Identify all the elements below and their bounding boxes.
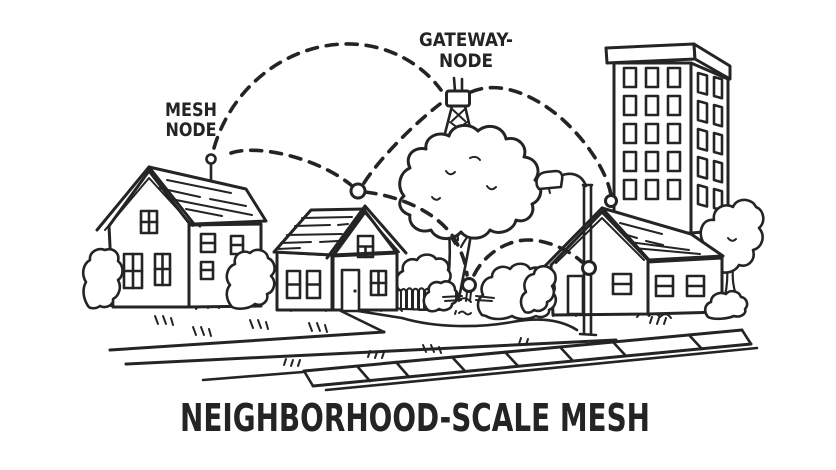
tree-canopy — [398, 123, 543, 240]
post-mesh-node-icon — [461, 277, 477, 293]
house-antenna-node-icon — [205, 153, 217, 165]
right-house — [542, 206, 725, 317]
street-lamp — [535, 169, 598, 337]
diagram-title: NEIGHBORHOOD-SCALE MESH — [180, 396, 650, 440]
middle-house-windows — [285, 269, 388, 300]
building-windows — [622, 66, 724, 212]
mesh-nodes — [205, 153, 618, 293]
left-house — [95, 162, 268, 309]
mesh-node-label-line2: NODE — [166, 119, 217, 141]
middle-house-door — [340, 268, 361, 313]
mesh-node-post — [442, 291, 495, 302]
lamp-head — [535, 169, 564, 191]
link-floating-node-to-post — [363, 190, 469, 277]
lamp-mesh-node-icon — [581, 260, 597, 276]
bush-left-of-tree — [422, 280, 460, 313]
left-house-windows — [122, 209, 245, 290]
tower-head — [445, 89, 471, 108]
link-gateway-to-building — [469, 85, 613, 197]
middle-house — [272, 204, 408, 313]
left-house-roof — [147, 165, 268, 226]
door-knob — [353, 289, 357, 293]
bush-far-right — [703, 289, 749, 321]
annotations: MESH NODE GATEWAY- NODE — [165, 29, 513, 141]
bush-left-of-right-house — [519, 264, 557, 314]
link-post-to-lamp — [472, 238, 584, 277]
link-house-to-gateway — [212, 42, 443, 150]
building-mesh-node-icon — [604, 194, 618, 208]
right-house-windows — [611, 272, 706, 298]
mesh-links — [212, 42, 613, 277]
floating-mesh-node-icon — [349, 182, 367, 200]
link-house-to-floating-node — [229, 148, 353, 187]
bush-far-left — [81, 247, 124, 310]
crosswalk — [302, 328, 759, 392]
road-and-ground — [108, 297, 759, 392]
link-floating-node-to-gateway — [362, 102, 442, 185]
mesh-node-label-line1: MESH — [165, 99, 217, 121]
apartment-building — [604, 42, 732, 235]
gateway-node-label-line2: NODE — [439, 50, 493, 72]
bush-between-houses — [225, 248, 276, 310]
gateway-node-label-line1: GATEWAY- — [419, 29, 513, 51]
middle-house-roof — [272, 207, 367, 257]
right-house-door — [566, 274, 585, 316]
tower-antenna-icon — [452, 76, 464, 93]
